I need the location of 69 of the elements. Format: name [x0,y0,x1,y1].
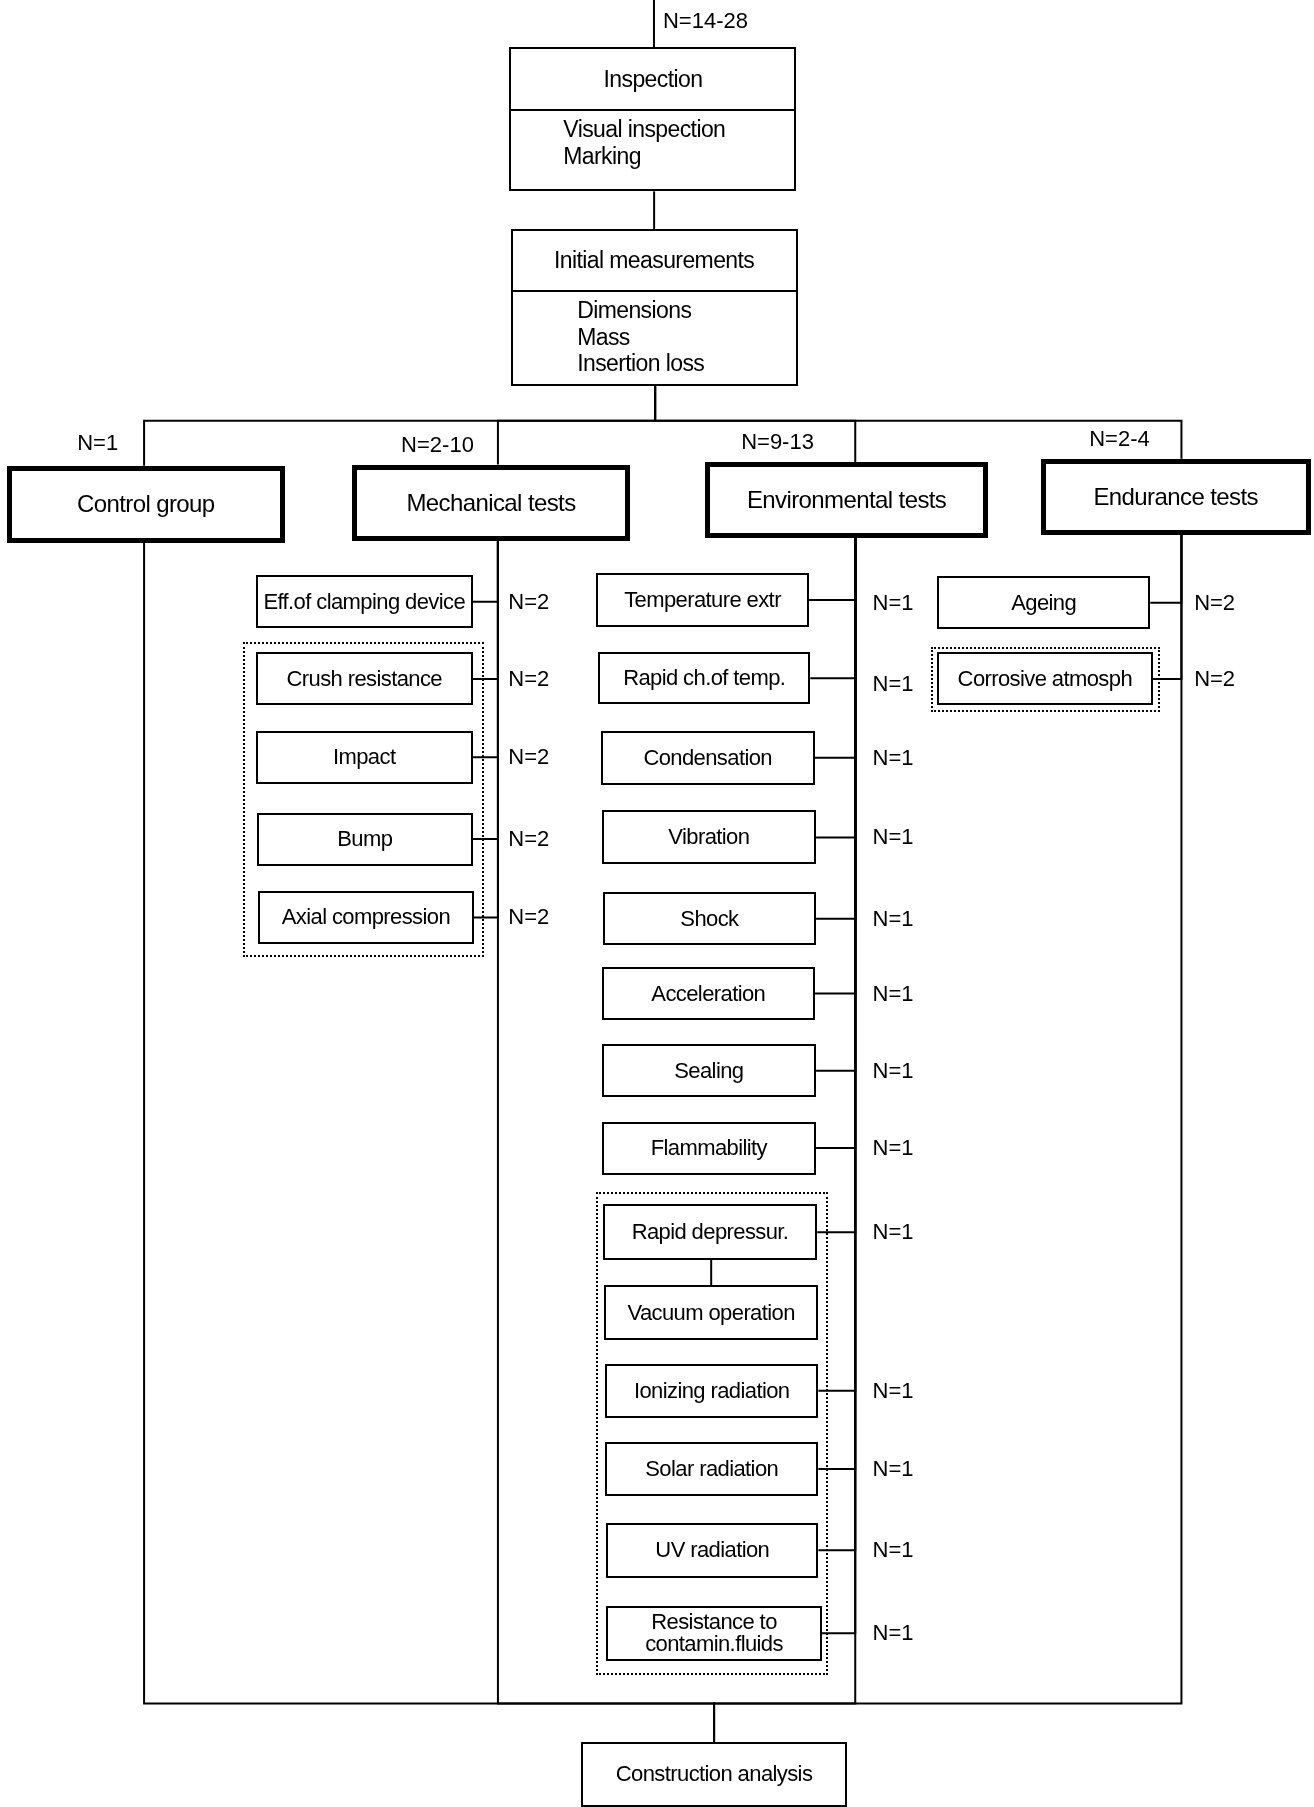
test-box [937,576,1151,630]
box-text: Visual inspection [563,116,727,143]
box-label: Condensation [643,746,772,769]
test-box [602,892,817,946]
box-label: Resistance to contamin.fluids [644,1611,784,1656]
test-box [255,730,473,784]
group-box [1040,458,1311,535]
box-label: Impact [333,746,396,769]
box-label: Ionizing radiation [633,1379,790,1402]
box-heading: Initial measurements [512,231,796,293]
box-label: Environmental tests [746,486,947,515]
test-box [258,890,474,944]
test-box [255,652,473,706]
box-label: Eff.of clamping device [263,590,466,613]
box-label: Axial compression [281,906,451,929]
box-label: Vibration [668,826,750,849]
test-box [598,652,811,705]
box-label: Flammability [650,1137,767,1159]
box-text: Marking [563,142,642,170]
test-box [605,1441,819,1497]
box-text: Dimensions [577,297,693,324]
test-box [595,572,810,627]
group-box [705,462,988,539]
box-label: Endurance tests [1093,482,1258,511]
box-text: Mass [577,323,631,351]
box-label: UV radiation [655,1539,770,1562]
test-box [602,1204,818,1260]
box-label: Shock [680,907,739,930]
test-box [257,812,473,866]
test-box [601,810,817,865]
box-label: Crush resistance [286,667,442,690]
test-box [603,1285,819,1341]
connector-line [713,533,1183,1743]
box-label: Solar radiation [645,1458,779,1480]
test-box [937,652,1153,706]
test-box [255,575,473,629]
box-label: Vacuum operation [627,1301,795,1324]
box-heading: Inspection [511,49,795,112]
test-box [601,1121,817,1175]
dotted-group-box [243,642,485,957]
box-label: Construction analysis [615,1763,813,1786]
box-label: Control group [77,490,215,519]
test-box [600,730,815,785]
box-label: Corrosive atmosph [957,667,1133,690]
box-label: Sealing [674,1059,744,1082]
test-box [606,1605,822,1661]
test-box [606,1522,819,1578]
process-box [509,47,797,192]
connector-line [653,190,656,231]
box-text: Insertion loss [577,350,706,377]
box-label: Temperature extr [624,588,781,611]
test-box [601,1044,817,1098]
box-label: Rapid ch.of temp. [623,667,786,690]
process-box [510,229,798,387]
connector-line [654,385,1183,460]
box-label: Rapid depressur. [631,1221,789,1244]
dotted-group-box [595,1191,828,1675]
connector-line [652,0,655,49]
group-box [6,465,285,543]
box-label: Bump [337,828,393,851]
connector-line [710,1258,713,1287]
box-label: Ageing [1011,591,1077,614]
box-label: Acceleration [651,982,766,1005]
group-box [351,464,631,541]
test-box [605,1363,819,1418]
test-box [580,1741,848,1807]
test-box [601,967,815,1021]
box-label: Mechanical tests [406,488,576,517]
dotted-group-box [931,646,1160,713]
